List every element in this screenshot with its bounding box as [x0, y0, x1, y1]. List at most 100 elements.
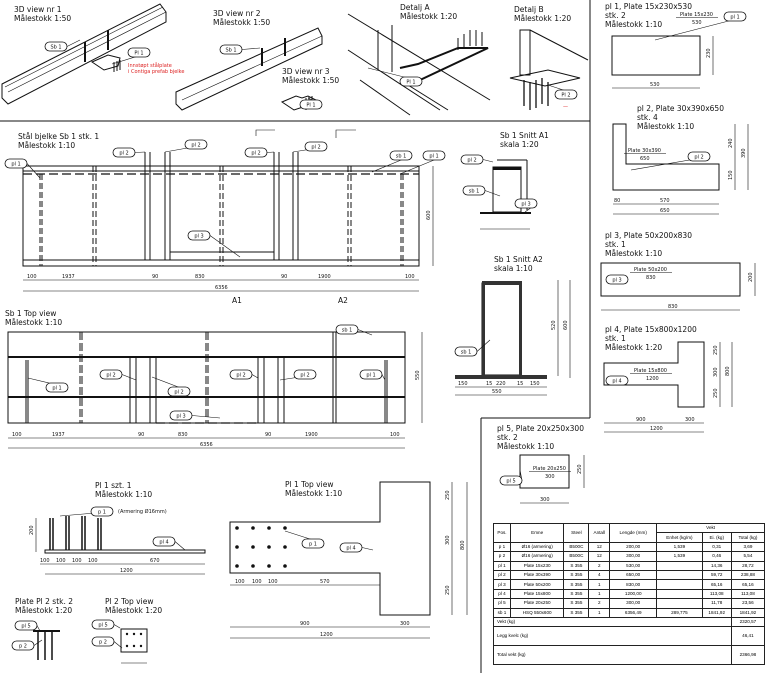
- dimension-Pl1top: 100: [252, 579, 262, 585]
- dimension-elev: 90: [152, 274, 158, 280]
- section-a1: [480, 159, 531, 230]
- dimension-secA2: 520: [551, 320, 557, 330]
- view-title-Pl2top: Pl 2 Top view: [105, 597, 153, 606]
- bom-cell: 12: [588, 551, 611, 562]
- view-title-top: Sb 1 Top view: [5, 309, 56, 318]
- plate-length-pl2: 650: [640, 156, 650, 162]
- bom-cell: 1: [588, 579, 611, 590]
- bom-cell: S 355: [563, 569, 590, 581]
- col-enhet: Enhet (kg/m): [656, 532, 703, 543]
- callout-bubble: pl 3: [605, 274, 629, 285]
- plate-label-pl3: Plate 50x200: [634, 267, 667, 273]
- callout-label: pl 4: [159, 540, 168, 546]
- dimension-pl2: 650: [660, 208, 670, 214]
- view-title-v3d1: 3D view nr 1: [14, 5, 62, 14]
- dimension-Pl1top: 250: [445, 585, 451, 595]
- callout-bubble: pl 2: [112, 147, 146, 158]
- dimension-pl4: 250: [713, 388, 719, 398]
- rebar-hole: [125, 644, 129, 648]
- col-pos: Pos.: [493, 523, 511, 543]
- dimension-pl4: 250: [713, 345, 719, 355]
- view-title-Pl1top: Pl 1 Top view: [285, 480, 333, 489]
- dimension-secA2: 600: [563, 320, 569, 330]
- view-title-secA2: skala 1:10: [494, 264, 533, 273]
- dimension-Pl1: 100: [40, 558, 50, 564]
- bom-cell: 23,56: [730, 598, 766, 609]
- bom-cell: Plate 15x230: [509, 560, 565, 571]
- dimension-elev: 100: [27, 274, 37, 280]
- dimension-Pl1top: 900: [300, 621, 310, 627]
- bom-cell: pl 1: [493, 560, 511, 571]
- bom-cell: 650,00: [609, 569, 658, 581]
- callout-label: pl 5: [506, 479, 515, 485]
- view-title-top: Målestokk 1:10: [5, 318, 62, 327]
- view-title-pl3: Målestokk 1:10: [605, 249, 662, 258]
- bom-cell: 1: [588, 588, 611, 600]
- dimension-elev: 6356: [215, 285, 228, 291]
- bom-cell: 4: [588, 569, 611, 581]
- bom-cell: Plate 20x250: [509, 598, 565, 609]
- embedded-plate-note-line2: i Contiga prefab bjelke: [128, 69, 184, 75]
- plate-length-pl4: 1200: [646, 376, 659, 382]
- view-title-pl2: stk. 4: [637, 113, 658, 122]
- callout-bubble: Pl 1: [299, 97, 323, 110]
- detail-b: —: [509, 29, 589, 110]
- view-title-pl5: Målestokk 1:10: [497, 442, 554, 451]
- callout-label: pl 3: [612, 278, 621, 284]
- view-title-pl3: stk. 1: [605, 240, 626, 249]
- callout-label: pl 2: [311, 145, 320, 151]
- bom-cell: S 355: [563, 607, 590, 618]
- view-title-pl4: pl 4, Plate 15x800x1200: [605, 325, 697, 334]
- callout-label: sb 1: [396, 154, 407, 160]
- callout-bubble: pl 1: [399, 150, 446, 175]
- bom-cell: 0,31: [701, 541, 732, 553]
- view-title-pl4: Målestokk 1:20: [605, 343, 662, 352]
- callout-bubble: sb 1: [371, 150, 413, 173]
- dimension-elev: 1937: [62, 274, 75, 280]
- bom-cell: 11,78: [701, 598, 732, 609]
- plate-label-pl2: Plate 30x390: [628, 148, 661, 154]
- dimension-Pl1top: 1200: [320, 632, 333, 638]
- callout-bubble: Pl 1: [367, 67, 423, 87]
- view-title-elev: Stål bjelke Sb 1 stk. 1: [18, 132, 99, 141]
- callout-bubble: Pl 1: [111, 47, 151, 65]
- bom-cell: 300,00: [609, 598, 658, 609]
- bom-cell: 1,539: [656, 541, 703, 553]
- view-title-pl1: pl 1, Plate 15x230x530: [605, 2, 692, 11]
- 3d-view-2: [175, 27, 323, 111]
- callout-label: pl 1: [730, 15, 739, 21]
- plate-pl3: [600, 262, 756, 311]
- bom-cell: 65,16: [730, 579, 766, 590]
- dimension-pl3: 200: [748, 272, 754, 282]
- bom-cell: 113,08: [730, 588, 766, 600]
- col-lengde: Lengde (mm): [609, 523, 658, 543]
- dimension-secA2: 150: [458, 381, 468, 387]
- callout-label: Pl 1: [306, 103, 315, 109]
- plate-label-pl5: Plate 20x250: [533, 466, 566, 472]
- bom-cell: 289,775: [656, 607, 703, 618]
- callout-label: Sb 1: [50, 45, 61, 51]
- dimension-top: 550: [415, 370, 421, 380]
- callout-label: Pl 1: [134, 51, 143, 57]
- dimension-pl5: 250: [577, 464, 583, 474]
- callout-bubble: sb 1: [454, 339, 491, 357]
- rebar-hole: [251, 564, 255, 568]
- callout-bubble: sb 1: [335, 324, 373, 336]
- callout-bubble: pl 3: [169, 410, 221, 421]
- dimension-elev: 830: [195, 274, 205, 280]
- vekt-value: 2320,57: [730, 616, 766, 628]
- beam-top-view: [7, 331, 423, 449]
- bom-cell: S 355: [563, 579, 590, 590]
- dimension-elev: 1900: [318, 274, 331, 280]
- dimension-pl4: 1200: [650, 426, 663, 432]
- bom-cell: 28,72: [730, 560, 766, 571]
- callout-label: Sb 1: [225, 48, 236, 54]
- rebar-holes: [235, 526, 287, 568]
